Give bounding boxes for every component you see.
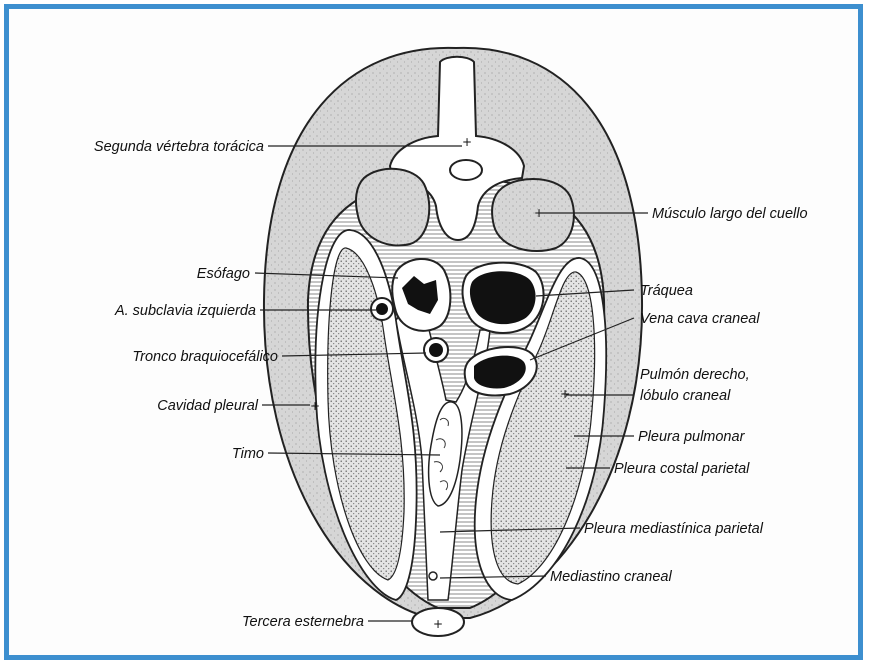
vaso-mediastino (429, 572, 437, 580)
label-tercera-esternebra: Tercera esternebra (242, 614, 364, 630)
label-vena-cava: Vena cava craneal (640, 311, 760, 327)
label-traquea: Tráquea (640, 283, 693, 299)
musculo-largo-right (492, 179, 574, 251)
traquea-lumen (470, 271, 536, 324)
marker-vertebra: + (462, 135, 472, 149)
label-esofago: Esófago (197, 266, 250, 282)
label-musculo-largo: Músculo largo del cuello (652, 206, 808, 222)
label-pleura-pulmonar: Pleura pulmonar (638, 429, 746, 445)
label-pleura-mediastinica: Pleura mediastínica parietal (584, 521, 764, 537)
marker-pulmon: + (560, 387, 570, 401)
label-segunda-vertebra: Segunda vértebra torácica (94, 139, 264, 155)
label-pulmon-derecho-2: lóbulo craneal (640, 388, 731, 404)
label-timo: Timo (232, 446, 264, 462)
marker-esternebra: + (433, 617, 443, 631)
label-pleura-costal: Pleura costal parietal (614, 461, 750, 477)
musculo-largo-left (356, 169, 429, 246)
arteria-subclavia-lumen (376, 303, 388, 315)
tronco-lumen (429, 343, 443, 357)
marker-pleural: + (310, 399, 320, 413)
label-tronco: Tronco braquiocefálico (132, 349, 278, 365)
label-subclavia: A. subclavia izquierda (114, 303, 256, 319)
vertebral-canal (450, 160, 482, 180)
label-pulmon-derecho-1: Pulmón derecho, (640, 367, 750, 383)
label-cavidad-pleural: Cavidad pleural (157, 398, 259, 414)
label-mediastino: Mediastino craneal (550, 569, 672, 585)
